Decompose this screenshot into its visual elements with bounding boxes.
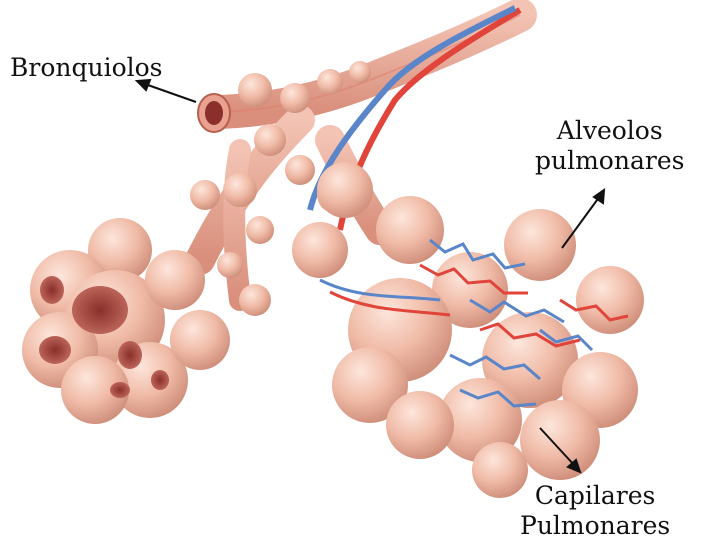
bronquiolos-label-text: Bronquiolos <box>10 53 163 83</box>
bronquiolos-label: Bronquiolos <box>10 53 163 83</box>
right-alveolar-cluster <box>292 162 644 498</box>
alveolos-label-line1: Alveolos <box>535 116 684 146</box>
alveolos-label-line2: pulmonares <box>535 146 684 176</box>
alveolos-pulmonares-label: Alveolos pulmonares <box>535 116 684 176</box>
capilares-label-line1: Capilares <box>520 481 670 511</box>
alveolos-arrow <box>562 196 600 248</box>
capilares-pulmonares-label: Capilares Pulmonares <box>520 481 670 541</box>
bronquiolos-arrow <box>145 84 196 102</box>
capilares-label-line2: Pulmonares <box>520 511 670 541</box>
bronchiole-opening <box>198 94 230 132</box>
